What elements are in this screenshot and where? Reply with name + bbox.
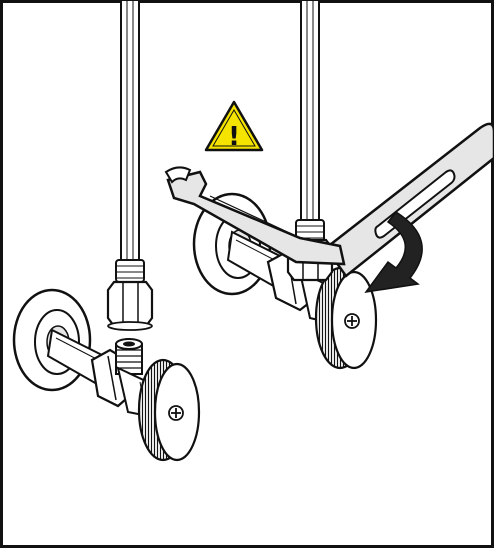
warning-triangle-icon: ! (204, 100, 264, 152)
rotation-arrow-icon (364, 211, 423, 294)
warning-exclamation: ! (228, 122, 240, 152)
left-supply-line (106, 0, 154, 331)
left-angle-stop-valve (12, 288, 201, 462)
